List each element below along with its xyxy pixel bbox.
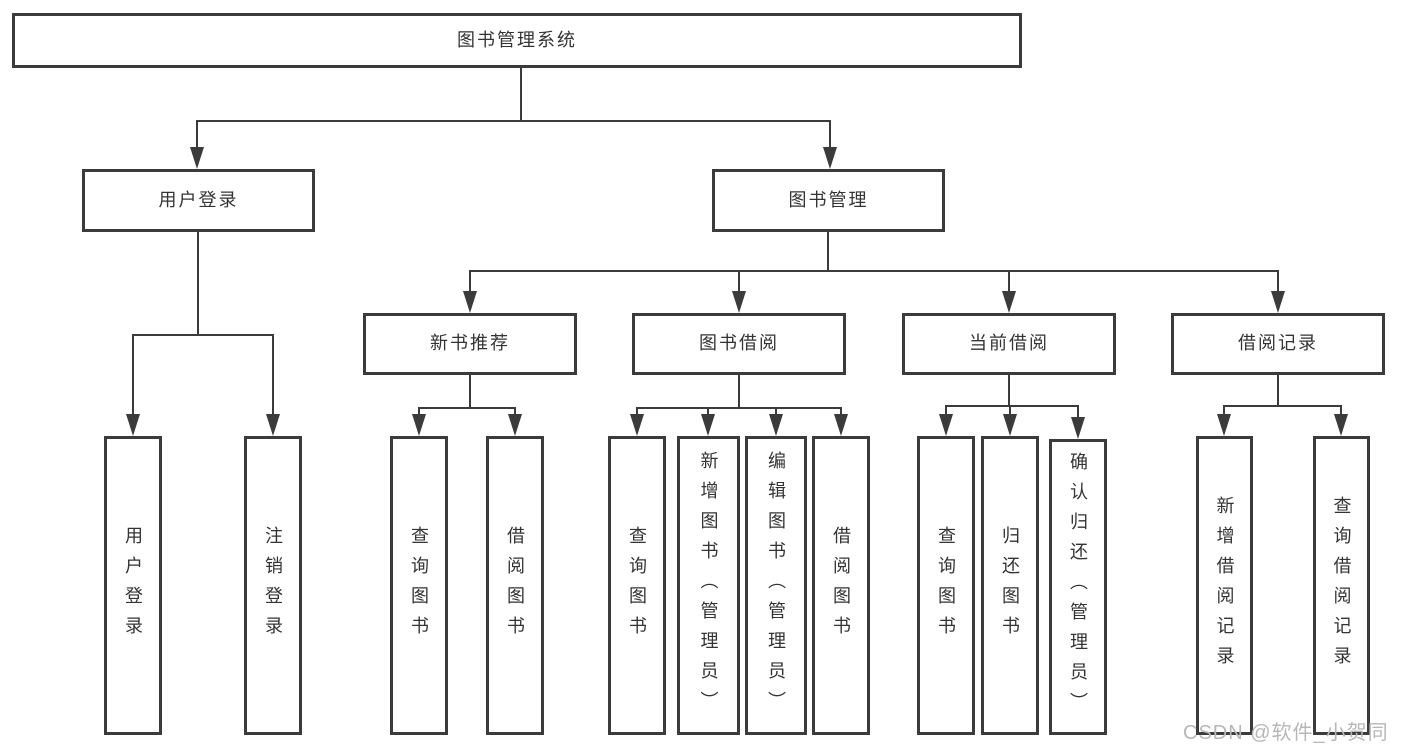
connector-current-borrowing-rail — [945, 405, 1079, 407]
node-new-book-recommend: 新书推荐 — [363, 313, 577, 375]
connector-level3-drop — [1008, 270, 1010, 293]
connector-leaf-drop — [514, 407, 516, 416]
connector-leaf-drop — [707, 407, 709, 416]
leaf-confirm-return-admin: 确认归还（管理员） — [1049, 439, 1107, 735]
leaf-query-books-recommend: 查询图书 — [390, 436, 448, 735]
arrow-down-icon — [463, 291, 477, 313]
arrow-down-icon — [266, 414, 280, 436]
arrow-down-icon — [1071, 417, 1085, 439]
connector-leaf-drop — [272, 334, 274, 415]
connector-leaf-drop — [945, 405, 947, 416]
leaf-add-borrow-record: 新增借阅记录 — [1196, 436, 1253, 735]
leaf-borrow-books-recommend: 借阅图书 — [486, 436, 544, 735]
connector-user-login-trunk — [197, 232, 199, 334]
connector-level3-drop — [738, 270, 740, 293]
connector-leaf-drop — [775, 407, 777, 416]
arrow-down-icon — [630, 414, 644, 436]
node-library-management-system: 图书管理系统 — [12, 13, 1022, 68]
connector-book-borrowing-rail — [636, 407, 842, 409]
arrow-down-icon — [1271, 291, 1285, 313]
node-user-login: 用户登录 — [82, 169, 315, 232]
arrow-down-icon — [508, 414, 522, 436]
connector-borrow-records-rail — [1223, 405, 1342, 407]
connector-level3-rail — [469, 270, 1279, 272]
arrow-down-icon — [823, 147, 837, 169]
connector-current-borrowing-trunk — [1008, 375, 1010, 405]
leaf-query-books-current: 查询图书 — [917, 436, 975, 735]
node-current-borrowing: 当前借阅 — [902, 313, 1116, 375]
connector-leaf-drop — [636, 407, 638, 416]
connector-book-borrowing-trunk — [738, 375, 740, 407]
leaf-edit-books-admin: 编辑图书（管理员） — [745, 436, 807, 735]
arrow-down-icon — [939, 414, 953, 436]
connector-leaf-drop — [418, 407, 420, 416]
connector-book-management-drop — [829, 120, 831, 150]
leaf-add-books-admin: 新增图书（管理员） — [677, 436, 740, 735]
connector-level3-drop — [1277, 270, 1279, 293]
connector-leaf-drop — [1223, 405, 1225, 416]
arrow-down-icon — [1002, 291, 1016, 313]
leaf-return-books: 归还图书 — [981, 436, 1039, 735]
arrow-down-icon — [1217, 414, 1231, 436]
connector-root-trunk — [520, 68, 522, 120]
leaf-query-books-borrowing: 查询图书 — [608, 436, 666, 735]
arrow-down-icon — [1334, 414, 1348, 436]
arrow-down-icon — [769, 414, 783, 436]
arrow-down-icon — [1003, 414, 1017, 436]
csdn-watermark: CSDN @软件_小贺同学 — [1183, 722, 1389, 744]
node-book-management: 图书管理 — [712, 169, 945, 232]
connector-leaf-drop — [840, 407, 842, 416]
leaf-borrow-books-borrowing: 借阅图书 — [812, 436, 870, 735]
connector-user-login-rail — [132, 334, 274, 336]
connector-level2-rail — [196, 120, 831, 122]
connector-leaf-drop — [132, 334, 134, 415]
connector-leaf-drop — [1009, 405, 1011, 416]
connector-leaf-drop — [1077, 405, 1079, 419]
connector-borrow-records-trunk — [1277, 375, 1279, 405]
leaf-logout: 注销登录 — [244, 436, 302, 735]
arrow-down-icon — [834, 414, 848, 436]
connector-new-book-trunk — [469, 375, 471, 407]
connector-user-login-drop — [196, 120, 198, 150]
node-borrow-records: 借阅记录 — [1171, 313, 1385, 375]
leaf-user-login: 用户登录 — [104, 436, 162, 735]
connector-level3-drop — [469, 270, 471, 293]
connector-book-management-trunk — [827, 232, 829, 270]
arrow-down-icon — [732, 291, 746, 313]
arrow-down-icon — [126, 414, 140, 436]
connector-new-book-rail — [418, 407, 516, 409]
arrow-down-icon — [701, 414, 715, 436]
node-book-borrowing: 图书借阅 — [632, 313, 846, 375]
arrow-down-icon — [412, 414, 426, 436]
arrow-down-icon — [190, 147, 204, 169]
connector-leaf-drop — [1340, 405, 1342, 416]
leaf-query-borrow-record: 查询借阅记录 — [1313, 436, 1370, 735]
